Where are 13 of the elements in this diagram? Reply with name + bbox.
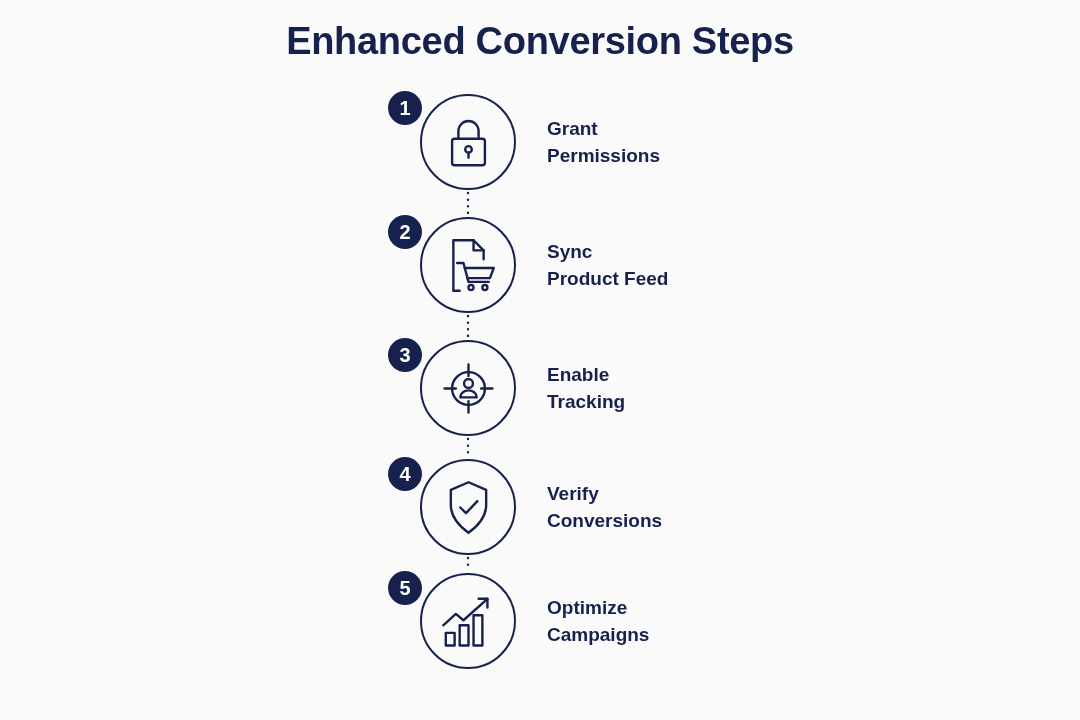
step-label: Sync Product Feed [547, 240, 669, 291]
step-label: Verify Conversions [547, 482, 664, 533]
step-number-badge: 5 [388, 571, 422, 605]
step-label: Grant Permissions [547, 117, 661, 168]
step-label: Enable Tracking [547, 363, 627, 414]
diagram-title: Enhanced Conversion Steps [286, 20, 794, 62]
step-number-badge: 4 [388, 457, 422, 491]
dotted-connector [466, 191, 470, 216]
dotted-connector [466, 314, 470, 339]
step-number-badge: 1 [388, 91, 422, 125]
step-number-badge: 3 [388, 338, 422, 372]
step-number-badge: 2 [388, 215, 422, 249]
step-label: Optimize Campaigns [547, 596, 651, 647]
